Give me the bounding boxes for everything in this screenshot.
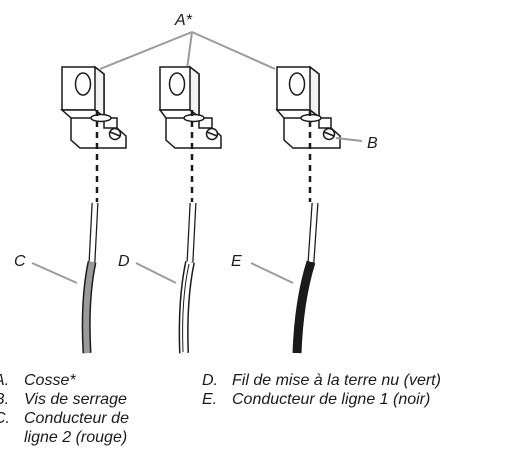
legend-item-b: B. Vis de serrage bbox=[0, 390, 129, 409]
legend-text: Conducteur de ligne 1 (noir) bbox=[232, 391, 431, 408]
callout-a: A* bbox=[174, 12, 193, 29]
leader-c bbox=[31, 262, 78, 284]
lug-2 bbox=[158, 65, 222, 149]
legend-key: D. bbox=[202, 372, 218, 389]
legend-key: B. bbox=[0, 391, 10, 408]
callout-c: C bbox=[14, 253, 26, 270]
legend-left: A. Cosse* B. Vis de serrage C. Conducteu… bbox=[0, 371, 129, 447]
callout-b: B bbox=[367, 135, 378, 152]
legend-item-c: C. Conducteur de ligne 2 (rouge) bbox=[0, 409, 129, 447]
legend-item-d: D. Fil de mise à la terre nu (vert) bbox=[202, 371, 441, 390]
legend-item-e: E. Conducteur de ligne 1 (noir) bbox=[202, 390, 441, 409]
leader-e bbox=[250, 262, 294, 284]
legend-key: A. bbox=[0, 372, 10, 389]
callout-d: D bbox=[118, 253, 130, 270]
legend-key: C. bbox=[0, 410, 10, 427]
lug-3 bbox=[275, 65, 341, 149]
legend-text: Cosse* bbox=[24, 372, 76, 389]
leader-d bbox=[135, 262, 177, 284]
legend-item-a: A. Cosse* bbox=[0, 371, 129, 390]
legend-key: E. bbox=[202, 391, 218, 408]
leader-b bbox=[335, 137, 363, 142]
legend-right: D. Fil de mise à la terre nu (vert) E. C… bbox=[202, 371, 441, 409]
leader-a bbox=[99, 31, 276, 70]
wire-d bbox=[178, 202, 197, 354]
callout-e: E bbox=[231, 253, 242, 270]
legend-text: Vis de serrage bbox=[24, 391, 127, 408]
lug-1 bbox=[60, 65, 127, 149]
wire-e bbox=[292, 202, 319, 354]
legend-text: Conducteur de bbox=[24, 410, 129, 427]
wire-c bbox=[81, 202, 99, 354]
legend-text: ligne 2 (rouge) bbox=[24, 429, 128, 446]
legend-text: Fil de mise à la terre nu (vert) bbox=[232, 372, 441, 389]
